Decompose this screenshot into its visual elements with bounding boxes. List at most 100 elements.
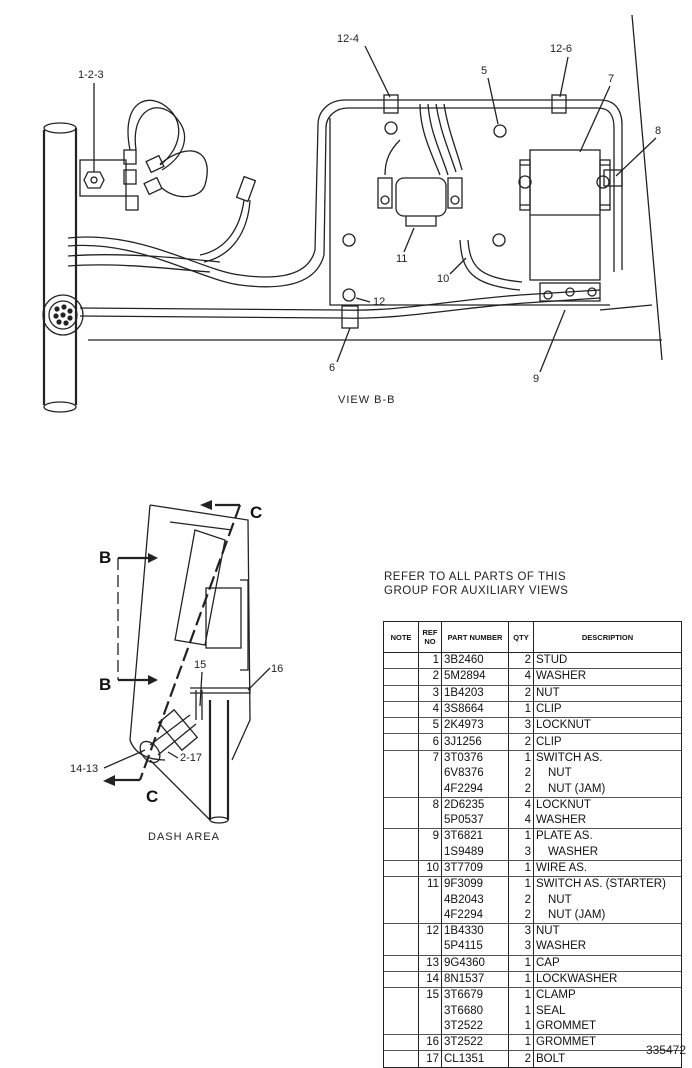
header-note: NOTE [383, 621, 419, 653]
cell-qty: 1 [508, 700, 534, 718]
cell-qty: 4 [508, 812, 534, 829]
callout-14-13: 14-13 [70, 763, 98, 775]
section-letter-c-bottom: C [146, 787, 158, 806]
callout-12: 12 [373, 296, 385, 308]
cell-note [383, 923, 419, 940]
parts-table-header: NOTE REF NO PART NUMBER QTY DESCRIPTION [383, 621, 682, 653]
cell-qty: 2 [508, 684, 534, 702]
cell-qty: 2 [508, 781, 534, 798]
callout-7: 7 [608, 73, 614, 85]
cell-qty: 1 [508, 876, 534, 893]
cell-ref-no: 7 [418, 749, 442, 767]
cell-description: LOCKNUT [533, 796, 682, 813]
cell-ref-no: 15 [418, 987, 442, 1004]
cell-ref-no [418, 766, 442, 782]
cell-note [383, 766, 419, 782]
cell-ref-no: 10 [418, 859, 442, 877]
cell-ref-no [418, 781, 442, 798]
cell-qty: 1 [508, 987, 534, 1004]
callout-10: 10 [437, 273, 449, 285]
cell-qty: 2 [508, 652, 534, 669]
callout-11: 11 [396, 253, 407, 265]
cell-note [383, 717, 419, 734]
cell-ref-no: 2 [418, 668, 442, 686]
cell-part-number: 3S8664 [441, 700, 509, 718]
cell-description: WASHER [533, 668, 682, 686]
cell-description: SWITCH AS. (STARTER) [533, 876, 682, 893]
cell-description: SWITCH AS. [533, 749, 682, 767]
cell-qty: 1 [508, 970, 534, 988]
cell-description: NUT (JAM) [533, 781, 682, 798]
cell-part-number: 5P4115 [441, 939, 509, 956]
cell-part-number: CL1351 [441, 1050, 509, 1068]
refer-note-line-1: REFER TO ALL PARTS OF THIS [384, 571, 567, 583]
header-description: DESCRIPTION [533, 621, 682, 653]
cell-note [383, 796, 419, 813]
cell-note [383, 876, 419, 893]
cell-qty: 1 [508, 828, 534, 845]
cell-note [383, 844, 419, 861]
cell-ref-no: 3 [418, 684, 442, 702]
cell-part-number: 3T2522 [441, 1018, 509, 1035]
cell-note [383, 1018, 419, 1035]
cell-ref-no: 17 [418, 1050, 442, 1068]
cell-part-number: 3T6680 [441, 1003, 509, 1019]
cell-ref-no: 14 [418, 970, 442, 988]
refer-note: REFER TO ALL PARTS OF THIS GROUP FOR AUX… [384, 570, 684, 598]
cell-note [383, 954, 419, 972]
cell-ref-no: 12 [418, 923, 442, 940]
cell-description: SEAL [533, 1003, 682, 1019]
cell-note [383, 749, 419, 767]
callout-2-17: 2-17 [180, 752, 202, 764]
cell-qty: 3 [508, 717, 534, 734]
cell-part-number: 3B2460 [441, 652, 509, 669]
cell-description: STUD [533, 652, 682, 669]
cell-qty: 1 [508, 1034, 534, 1051]
cell-qty: 2 [508, 892, 534, 908]
cell-part-number: 1B4203 [441, 684, 509, 702]
cell-description: WASHER [533, 812, 682, 829]
callout-12-6: 12-6 [550, 43, 572, 55]
callout-5: 5 [481, 65, 487, 77]
callout-1-2-3: 1-2-3 [78, 69, 104, 81]
cell-ref-no [418, 939, 442, 956]
cell-part-number: 3T2522 [441, 1034, 509, 1051]
cell-note [383, 987, 419, 1004]
cell-note [383, 1050, 419, 1068]
view-bb-callouts: 1-2-3 12-4 5 12-6 7 8 11 10 12 6 9 VIEW … [78, 33, 661, 406]
cell-description: WASHER [533, 939, 682, 956]
callout-16: 16 [271, 663, 283, 675]
cell-part-number: 3J1256 [441, 733, 509, 751]
cell-note [383, 700, 419, 718]
cell-part-number: 3T6679 [441, 987, 509, 1004]
cell-description: PLATE AS. [533, 828, 682, 845]
cell-qty: 1 [508, 749, 534, 767]
header-qty: QTY [508, 621, 534, 653]
cell-note [383, 892, 419, 908]
callout-8: 8 [655, 125, 661, 137]
callout-12-4: 12-4 [337, 33, 359, 45]
cell-ref-no: 5 [418, 717, 442, 734]
cell-qty: 2 [508, 1050, 534, 1068]
dash-area-drawing: B B C C [99, 500, 262, 824]
header-ref-no: REF NO [418, 621, 442, 653]
cell-qty: 3 [508, 844, 534, 861]
cell-part-number: 1S9489 [441, 844, 509, 861]
